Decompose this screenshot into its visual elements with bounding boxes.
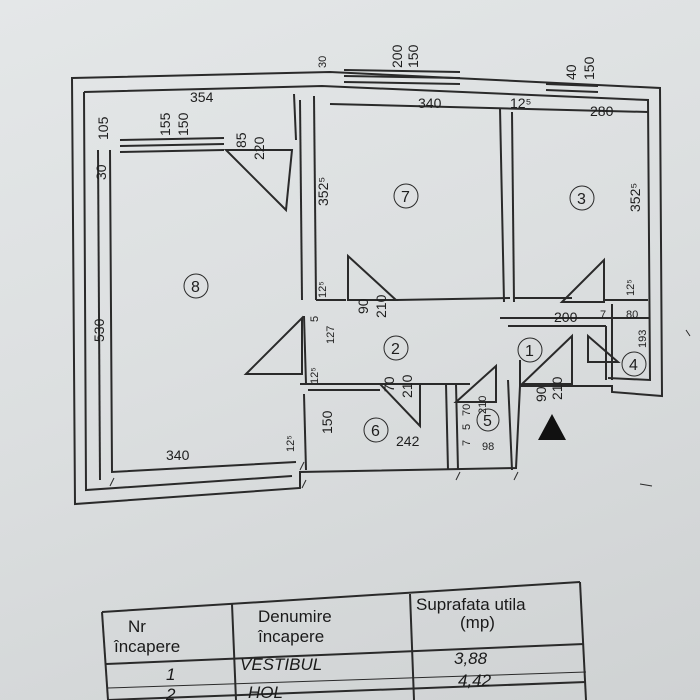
entry-arrow-icon bbox=[538, 414, 566, 440]
room-4-circle bbox=[621, 351, 647, 377]
table-row-2-nr: 2 bbox=[165, 685, 176, 700]
dim-window-40: 40 bbox=[563, 64, 579, 80]
dim-door7-210: 210 bbox=[373, 294, 389, 318]
dim-door5-210: 210 bbox=[477, 396, 489, 414]
dim-door-220: 220 bbox=[251, 136, 267, 160]
dim-12-5-a: 12⁵ bbox=[317, 281, 329, 298]
dim-room1-7: 7 bbox=[600, 309, 606, 321]
room-8-circle bbox=[183, 273, 209, 299]
exterior-walls bbox=[70, 70, 664, 506]
room-2-number: 2 bbox=[391, 341, 400, 358]
dim-door-85: 85 bbox=[233, 132, 249, 148]
room-7-number: 7 bbox=[401, 189, 410, 206]
dim-bath-98: 98 bbox=[482, 441, 494, 453]
dim-340-bottom: 340 bbox=[166, 447, 190, 463]
dim-105: 105 bbox=[95, 116, 111, 140]
dim-room6-150: 150 bbox=[319, 410, 335, 434]
dimension-ticks bbox=[109, 329, 691, 489]
dim-bath-5: 5 bbox=[461, 424, 473, 430]
dim-352-5-right: 352⁵ bbox=[627, 183, 643, 212]
dim-door5-70: 70 bbox=[461, 404, 473, 416]
dim-window-150-r: 150 bbox=[581, 56, 597, 80]
dim-12-5-top: 12⁵ bbox=[510, 95, 531, 111]
dim-win-155: 155 bbox=[157, 112, 173, 136]
dim-room3-12-5: 12⁵ bbox=[625, 279, 637, 296]
room-1-circle bbox=[517, 337, 543, 363]
dim-30-top: 30 bbox=[317, 56, 329, 68]
table-header-area-2: (mp) bbox=[460, 613, 495, 632]
table-header-nr-2: încapere bbox=[113, 637, 180, 656]
table-header-name-2: încapere bbox=[257, 627, 324, 646]
room-3-circle bbox=[569, 185, 595, 211]
dim-door6-70: 70 bbox=[381, 376, 397, 392]
dim-354: 354 bbox=[190, 89, 214, 105]
room-5-circle bbox=[476, 408, 500, 432]
door-2-swing bbox=[243, 315, 303, 375]
door-swings bbox=[223, 149, 621, 429]
table-header-area: Suprafata utila bbox=[416, 595, 526, 614]
table-header-name: Denumire bbox=[258, 607, 332, 626]
dim-door1-210: 210 bbox=[549, 376, 565, 400]
dim-340-top: 340 bbox=[418, 95, 442, 111]
table-row-2-area: 4,42 bbox=[458, 671, 492, 690]
windows bbox=[119, 69, 599, 153]
table-row-1-nr: 1 bbox=[166, 665, 175, 684]
room-4-number: 4 bbox=[629, 357, 638, 374]
door-6-swing bbox=[377, 383, 421, 429]
table-row-1-name: VESTIBUL bbox=[240, 655, 322, 674]
dim-12-5-bottom: 12⁵ bbox=[285, 435, 297, 452]
room-8-number: 8 bbox=[191, 279, 200, 296]
dim-room4-193: 193 bbox=[637, 330, 649, 348]
dim-window-200: 200 bbox=[389, 44, 405, 68]
door-7-swing bbox=[347, 253, 399, 301]
room-table: Nr încapere Denumire încapere Suprafata … bbox=[101, 581, 587, 700]
dim-30-left: 30 bbox=[93, 164, 109, 180]
room-7-circle bbox=[393, 183, 419, 209]
room-2-circle bbox=[383, 335, 409, 361]
room-1-number: 1 bbox=[525, 343, 534, 360]
dim-hall-127: 127 bbox=[325, 326, 337, 344]
door-8-swing bbox=[223, 149, 294, 213]
dim-280: 280 bbox=[590, 103, 614, 119]
table-row-1-area: 3,88 bbox=[454, 649, 488, 668]
dim-door1-90: 90 bbox=[533, 386, 549, 402]
dim-hall-12-5: 12⁵ bbox=[309, 367, 321, 384]
room-5-number: 5 bbox=[483, 413, 492, 430]
room-markers: 8 7 3 2 1 6 5 4 bbox=[183, 183, 647, 443]
room-3-number: 3 bbox=[577, 191, 586, 208]
dim-530: 530 bbox=[91, 318, 107, 342]
dim-room1-200: 200 bbox=[554, 309, 578, 325]
door-1-swing bbox=[519, 333, 573, 385]
dim-room6-242: 242 bbox=[396, 433, 420, 449]
room-6-circle bbox=[363, 417, 389, 443]
dim-room4-80: 80 bbox=[626, 309, 638, 321]
dim-win-150: 150 bbox=[175, 112, 191, 136]
dim-window-150: 150 bbox=[405, 44, 421, 68]
table-header-nr: Nr bbox=[128, 617, 146, 636]
door-4-swing bbox=[587, 333, 621, 363]
table-row-2-name: HOL bbox=[248, 683, 283, 700]
dimension-labels: 354 340 12⁵ 280 200 150 40 150 30 105 30… bbox=[91, 44, 649, 463]
door-5-swing bbox=[453, 363, 497, 403]
dim-hall-5: 5 bbox=[309, 316, 321, 322]
dim-352-5-left: 352⁵ bbox=[315, 177, 331, 206]
interior-walls bbox=[97, 93, 650, 481]
door-3-swing bbox=[559, 257, 605, 303]
dim-bath-7: 7 bbox=[461, 440, 473, 446]
dim-door6-210: 210 bbox=[399, 374, 415, 398]
dim-door7-90: 90 bbox=[355, 298, 371, 314]
room-6-number: 6 bbox=[371, 423, 380, 440]
